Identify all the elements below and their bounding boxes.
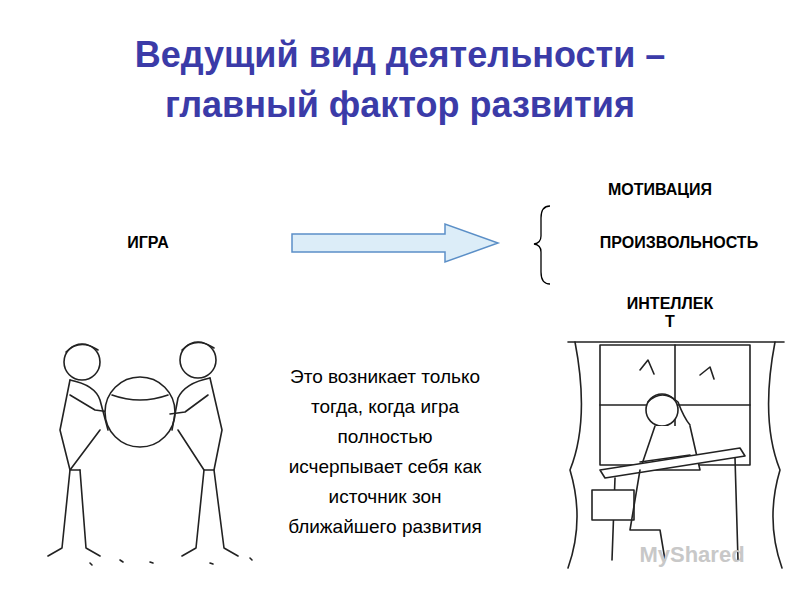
block-arrow [292, 224, 498, 262]
girl-illustration [568, 342, 784, 568]
explanation-note: Это возникает только тогда, когда игра п… [283, 362, 488, 542]
slide-title: Ведущий вид деятельности – главный факто… [100, 30, 700, 130]
outcome-label: ПРОИЗВОЛЬНОСТЬ [600, 234, 758, 252]
activity-label: ИГРА [127, 234, 168, 252]
outcome-label: ИНТЕЛЛЕК Т [627, 295, 713, 331]
outcome-label: МОТИВАЦИЯ [608, 181, 712, 199]
curly-brace [534, 206, 550, 284]
boys-illustration [48, 342, 252, 565]
watermark: MyShared [639, 542, 744, 568]
